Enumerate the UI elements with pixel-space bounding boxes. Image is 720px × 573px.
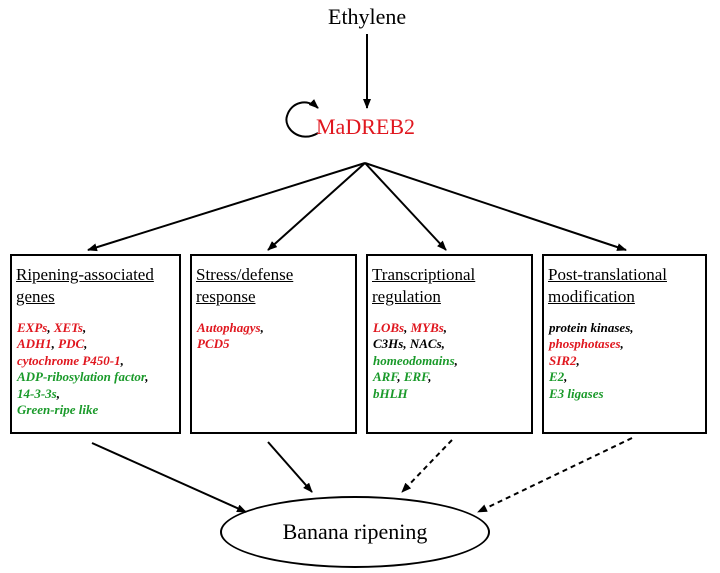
banana-ripening-label: Banana ripening (282, 519, 428, 544)
separator: , (564, 369, 568, 385)
gene-line: ARF, ERF, (373, 369, 531, 385)
ripening-genes-box: Ripening-associated genes EXPs, XETs,ADH… (10, 254, 181, 434)
separator: , (441, 336, 445, 352)
gene-name: PCD5 (197, 336, 230, 352)
stress-defense-box: Stress/defense response Autophagys,PCD5 (190, 254, 357, 434)
gene-line: cytochrome P450-1, (17, 353, 179, 369)
box-title: Post-translational modification (548, 264, 705, 308)
separator: , (443, 320, 448, 335)
gene-name: LOBs (373, 320, 405, 335)
gene-line: LOBs, MYBs, (373, 320, 531, 336)
gene-list: EXPs, XETs,ADH1, PDC,cytochrome P450-1,A… (17, 320, 179, 418)
gene-line: bHLH (373, 386, 531, 402)
box-title-line: response (196, 287, 256, 306)
separator: , (630, 320, 634, 335)
gene-name: Autophagys (197, 320, 261, 335)
gene-line: E3 ligases (549, 386, 705, 402)
gene-line: homeodomains, (373, 353, 531, 369)
gene-line: phosphotases, (549, 336, 705, 352)
gene-line: EXPs, XETs, (17, 320, 179, 336)
gene-name: homeodomains (373, 352, 455, 368)
gene-list: LOBs, MYBs,C3Hs, NACs,homeodomains,ARF, … (373, 320, 531, 402)
separator: , (403, 336, 410, 352)
gene-name: EXPs (17, 320, 48, 335)
gene-name: Green-ripe like (17, 402, 99, 418)
banana-ripening-node: Banana ripening (220, 496, 490, 568)
separator: , (397, 369, 404, 385)
gene-list: protein kinases,phosphotases,SIR2,E2,E3 … (549, 320, 705, 402)
post-translational-box: Post-translational modification protein … (542, 254, 707, 434)
arrow-madreb2-to-posttrans (364, 162, 627, 251)
gene-name: XETs (53, 320, 83, 335)
box-title-line: Transcriptional (372, 265, 476, 284)
box-title-line: genes (16, 287, 55, 306)
gene-name: cytochrome P450-1 (17, 352, 121, 368)
separator: , (56, 385, 60, 401)
gene-line: E2, (549, 369, 705, 385)
gene-list: Autophagys,PCD5 (197, 320, 355, 353)
arrow-posttrans-to-outcome (477, 437, 633, 513)
self-loop-arrow (285, 98, 319, 138)
gene-line: PCD5 (197, 336, 355, 352)
gene-line: 14-3-3s, (17, 386, 179, 402)
arrow-madreb2-to-ripening (87, 162, 366, 252)
gene-line: protein kinases, (549, 320, 705, 336)
gene-line: C3Hs, NACs, (373, 336, 531, 352)
separator: , (47, 320, 54, 335)
separator: , (576, 352, 580, 368)
gene-name: E3 ligases (549, 385, 604, 401)
arrow-stress-to-outcome (267, 441, 313, 493)
separator: , (260, 320, 264, 335)
gene-name: E2 (549, 369, 565, 385)
box-title-line: Post-translational (548, 265, 667, 284)
gene-line: SIR2, (549, 353, 705, 369)
box-title-line: regulation (372, 287, 441, 306)
gene-name: C3Hs (373, 336, 404, 352)
gene-name: SIR2 (549, 352, 577, 368)
separator: , (83, 320, 87, 335)
gene-line: ADP-ribosylation factor, (17, 369, 179, 385)
box-title-line: Ripening-associated (16, 265, 154, 284)
separator: , (84, 336, 88, 352)
box-title-line: Stress/defense (196, 265, 294, 284)
arrow-madreb2-to-transcription (364, 162, 447, 251)
box-title: Transcriptional regulation (372, 264, 531, 308)
transcriptional-regulation-box: Transcriptional regulation LOBs, MYBs,C3… (366, 254, 533, 434)
gene-name: MYBs (410, 320, 444, 335)
gene-name: ADH1 (17, 336, 52, 352)
separator: , (404, 320, 411, 335)
separator: , (51, 336, 59, 352)
gene-line: ADH1, PDC, (17, 336, 179, 352)
gene-line: Autophagys, (197, 320, 355, 336)
gene-name: bHLH (373, 385, 408, 401)
gene-name: 14-3-3s (17, 385, 57, 401)
separator: , (120, 352, 124, 368)
box-title: Stress/defense response (196, 264, 355, 308)
arrow-ripening-to-outcome (91, 442, 247, 513)
arrow-madreb2-to-stress (267, 162, 366, 251)
gene-name: PDC (58, 336, 85, 352)
gene-name: ERF (403, 369, 429, 385)
box-title: Ripening-associated genes (16, 264, 179, 308)
ethylene-label: Ethylene (328, 4, 407, 29)
gene-name: phosphotases (549, 336, 621, 352)
gene-name: protein kinases (549, 320, 631, 335)
box-title-line: modification (548, 287, 635, 306)
separator: , (145, 369, 149, 385)
gene-line: Green-ripe like (17, 402, 179, 418)
separator: , (454, 352, 458, 368)
separator: , (620, 336, 624, 352)
gene-name: ARF (373, 369, 398, 385)
gene-name: NACs (409, 336, 442, 352)
madreb2-label: MaDREB2 (316, 114, 415, 139)
arrow-transcription-to-outcome (401, 439, 453, 493)
gene-name: ADP-ribosylation factor (17, 369, 146, 385)
separator: , (428, 369, 432, 385)
